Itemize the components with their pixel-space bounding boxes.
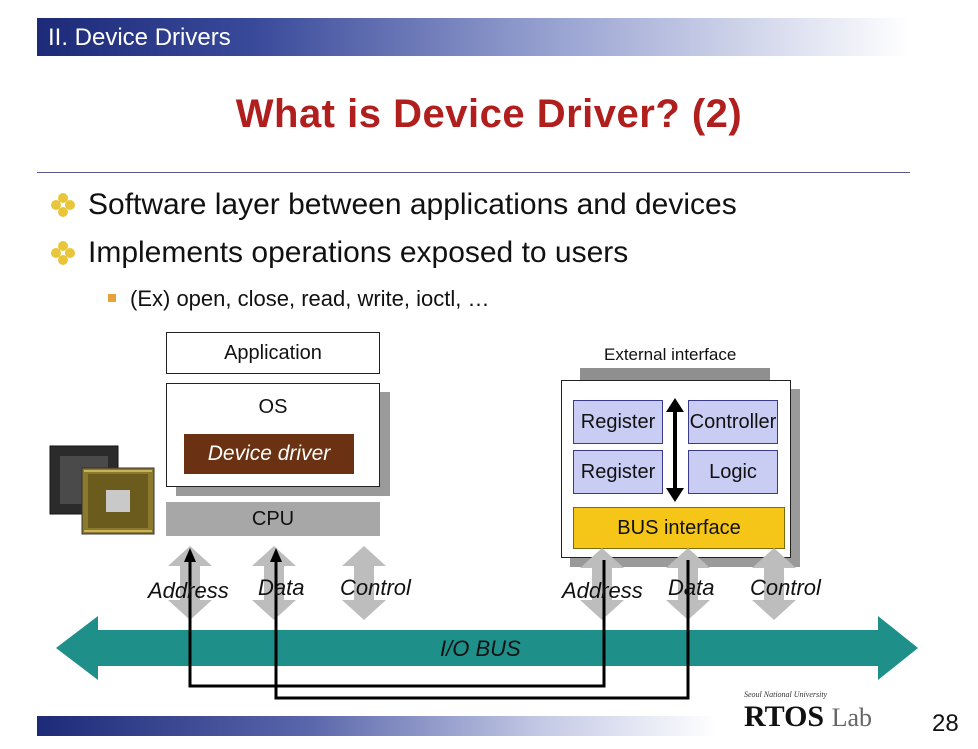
address-label: Address	[562, 578, 643, 603]
rtos-logo: RTOS Lab	[744, 700, 872, 734]
logic-box: Logic	[688, 450, 778, 494]
data-label: Data	[258, 575, 305, 600]
bullet-text: Implements operations exposed to users	[88, 236, 629, 269]
os-label: OS	[258, 396, 288, 418]
register-box: Register	[573, 450, 663, 494]
register-box: Register	[573, 400, 663, 444]
application-box: Application	[166, 332, 380, 374]
rtos-logo-text: RTOS	[744, 700, 825, 733]
cpu-bar: CPU	[166, 502, 380, 536]
slide-title: What is Device Driver? (2)	[235, 92, 743, 136]
processor-chip-icon	[49, 445, 155, 535]
footer-bar	[37, 716, 717, 736]
diamond-bullet-icon	[51, 193, 75, 217]
bullet-text: Software layer between applications and …	[88, 188, 737, 221]
sub-bullet-text: (Ex) open, close, read, write, ioctl, …	[130, 286, 490, 311]
data-label: Data	[668, 575, 715, 600]
external-interface-label: External interface	[604, 345, 737, 364]
section-header-bar	[37, 18, 910, 56]
control-label: Control	[750, 575, 821, 600]
device-driver-box: Device driver	[184, 434, 354, 474]
square-bullet-icon	[108, 294, 116, 302]
diamond-bullet-icon	[51, 241, 75, 265]
control-label: Control	[340, 575, 411, 600]
io-bus-label: I/O BUS	[440, 636, 521, 661]
section-header-text: II. Device Drivers	[48, 24, 231, 51]
controller-box: Controller	[688, 400, 778, 444]
university-label: Seoul National University	[744, 690, 828, 699]
lab-logo-text: Lab	[831, 703, 873, 732]
title-divider	[37, 172, 910, 173]
vertical-double-arrow-icon	[666, 398, 684, 502]
bus-interface-box: BUS interface	[573, 507, 785, 549]
address-label: Address	[148, 578, 229, 603]
page-number: 28	[932, 710, 959, 737]
